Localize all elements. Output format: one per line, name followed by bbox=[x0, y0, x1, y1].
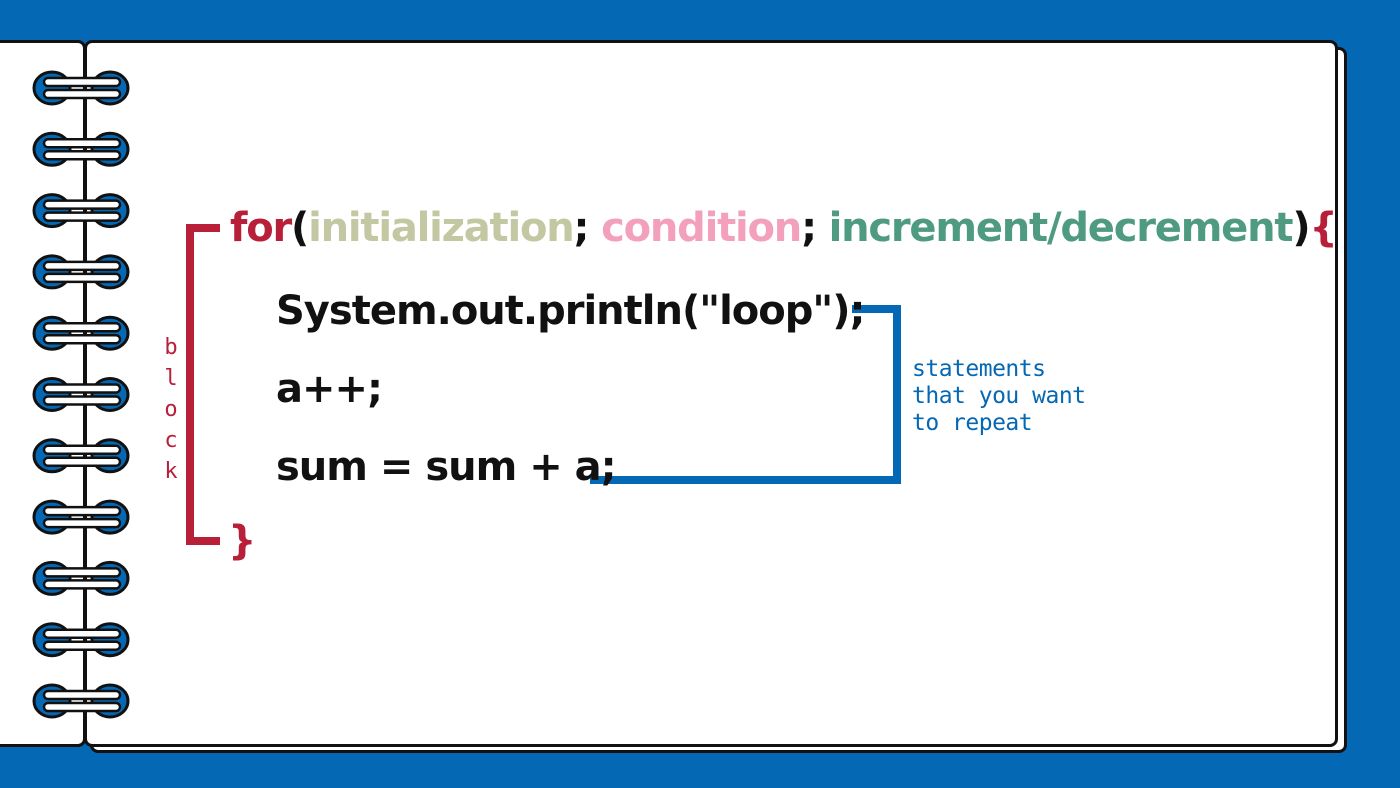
for-loop-header: for(initialization; condition; increment… bbox=[230, 205, 1338, 251]
close-brace: } bbox=[228, 518, 257, 564]
spiral-ring-icon bbox=[32, 683, 130, 719]
block-letter: c bbox=[164, 428, 178, 453]
statement-increment: a++; bbox=[276, 366, 383, 412]
block-letter: b bbox=[164, 335, 178, 360]
spiral-ring-icon bbox=[32, 131, 130, 167]
spiral-ring-icon bbox=[32, 377, 130, 412]
increment-part: increment/decrement bbox=[828, 205, 1294, 251]
condition-part: condition bbox=[601, 205, 802, 251]
for-keyword: for bbox=[230, 205, 292, 251]
initialization-part: initialization bbox=[308, 205, 575, 251]
spiral-ring-icon bbox=[32, 560, 130, 596]
statements-annotation: statements that you want to repeat bbox=[912, 356, 1086, 437]
statement-println: System.out.println("loop"); bbox=[276, 288, 865, 334]
open-paren: ( bbox=[291, 205, 309, 251]
block-letter: k bbox=[164, 459, 178, 484]
block-letter: l bbox=[164, 366, 178, 391]
semicolon-1: ; bbox=[573, 205, 590, 251]
annotation-line: that you want bbox=[912, 383, 1086, 409]
annotation-line: to repeat bbox=[912, 410, 1033, 436]
close-paren: ) bbox=[1292, 205, 1310, 251]
spiral-binding bbox=[32, 70, 130, 719]
spiral-ring-icon bbox=[32, 622, 130, 658]
semicolon-2: ; bbox=[801, 205, 817, 251]
notebook-page bbox=[84, 40, 1338, 747]
spiral-ring-icon bbox=[32, 438, 130, 474]
spiral-ring-icon bbox=[32, 315, 130, 351]
block-letter: o bbox=[164, 397, 178, 422]
spiral-ring-icon bbox=[32, 499, 130, 535]
open-brace: { bbox=[1309, 205, 1337, 251]
spiral-ring-icon bbox=[32, 193, 130, 229]
spiral-ring-icon bbox=[32, 254, 130, 290]
statement-sum: sum = sum + a; bbox=[276, 444, 617, 490]
annotation-line: statements bbox=[912, 356, 1046, 382]
block-label: b l o c k bbox=[160, 332, 182, 487]
spiral-ring-icon bbox=[32, 70, 130, 106]
